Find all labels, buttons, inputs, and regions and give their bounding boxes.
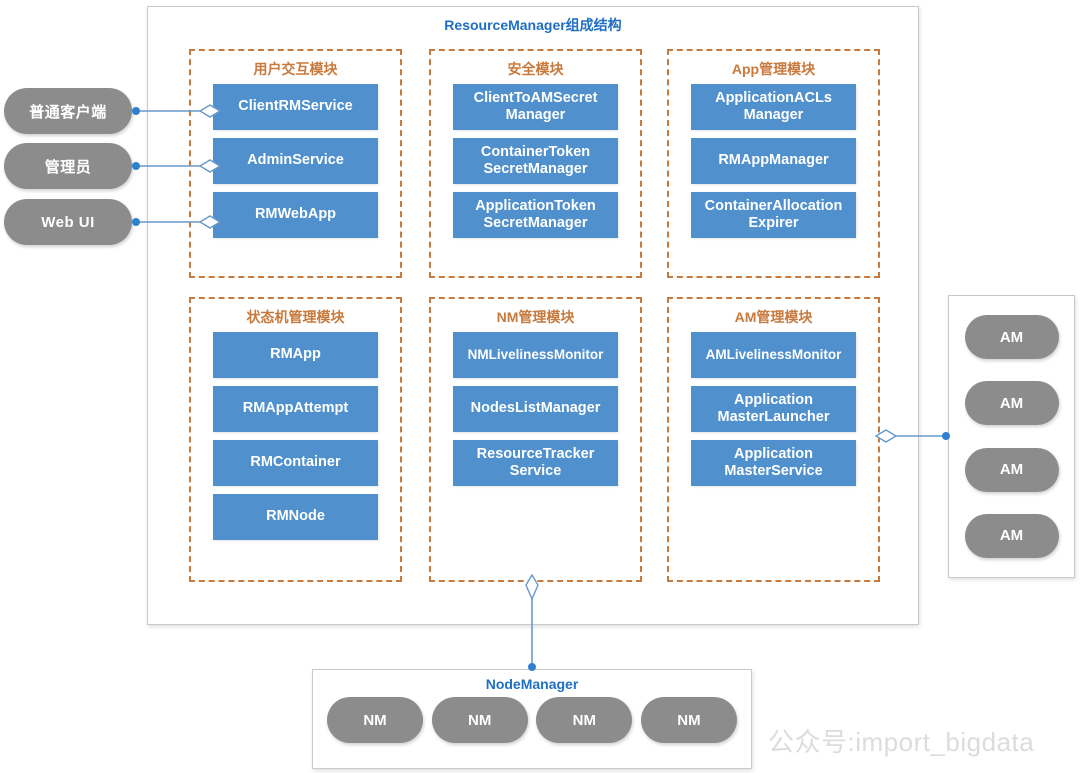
actor-ordinary-client[interactable]: 普通客户端 [4,88,132,134]
module-user-interaction: 用户交互模块 ClientRMService AdminService RMWe… [189,49,402,278]
module-nm-management: NM管理模块 NMLivelinessMonitor NodesListMana… [429,297,642,582]
nodemanager-title: NodeManager [485,676,579,692]
module-title: NM管理模块 [496,309,575,325]
module-title: 用户交互模块 [253,61,338,77]
am-node[interactable]: AM [964,447,1059,492]
am-node[interactable]: AM [964,381,1059,426]
module-title: AM管理模块 [734,309,813,325]
watermark-text: 公众号:import_bigdata [768,727,1035,757]
service-box-clientrmservice[interactable]: ClientRMService [213,84,378,130]
nodemanager-container: NodeManager NM NM NM NM [312,669,752,769]
nm-node[interactable]: NM [431,697,528,743]
service-box-adminservice[interactable]: AdminService [213,138,378,184]
service-box-rmappmanager[interactable]: RMAppManager [691,138,856,184]
endpoint-dot-webui [132,218,140,226]
actor-label: 管理员 [44,158,92,176]
actor-label: Web UI [41,213,95,231]
service-box-nmlivelinessmonitor[interactable]: NMLivelinessMonitor [453,332,618,378]
actor-administrator[interactable]: 管理员 [4,143,132,189]
service-box-rmapp[interactable]: RMApp [213,332,378,378]
module-title: 安全模块 [507,61,564,77]
module-items: ClientRMService AdminService RMWebApp [213,84,378,246]
service-box-amlivelinessmonitor[interactable]: AMLivelinessMonitor [691,332,856,378]
module-title: 状态机管理模块 [246,309,345,325]
am-node[interactable]: AM [964,315,1059,360]
resourcemanager-container: ResourceManager组成结构 用户交互模块 ClientRMServi… [147,6,919,625]
service-box-nodeslistmanager[interactable]: NodesListManager [453,386,618,432]
module-items: NMLivelinessMonitor NodesListManager Res… [453,332,618,494]
actor-label: 普通客户端 [29,103,107,121]
service-box-rmwebapp[interactable]: RMWebApp [213,192,378,238]
service-box-rmnode[interactable]: RMNode [213,494,378,540]
nm-node[interactable]: NM [536,697,633,743]
endpoint-dot-admin [132,162,140,170]
module-items: RMApp RMAppAttempt RMContainer RMNode [213,332,378,548]
nm-node[interactable]: NM [640,697,737,743]
page-title: ResourceManager组成结构 [444,17,622,33]
module-state-machine: 状态机管理模块 RMApp RMAppAttempt RMContainer R… [189,297,402,582]
nm-node[interactable]: NM [327,697,423,743]
endpoint-dot-client [132,107,140,115]
module-title: App管理模块 [731,61,816,77]
service-box-rmappattempt[interactable]: RMAppAttempt [213,386,378,432]
am-node[interactable]: AM [964,513,1059,558]
service-box-rmcontainer[interactable]: RMContainer [213,440,378,486]
am-cluster-container: AM AM AM AM [948,295,1075,578]
actor-web-ui[interactable]: Web UI [4,199,132,245]
nodemanager-node-row: NM NM NM NM [327,697,737,743]
